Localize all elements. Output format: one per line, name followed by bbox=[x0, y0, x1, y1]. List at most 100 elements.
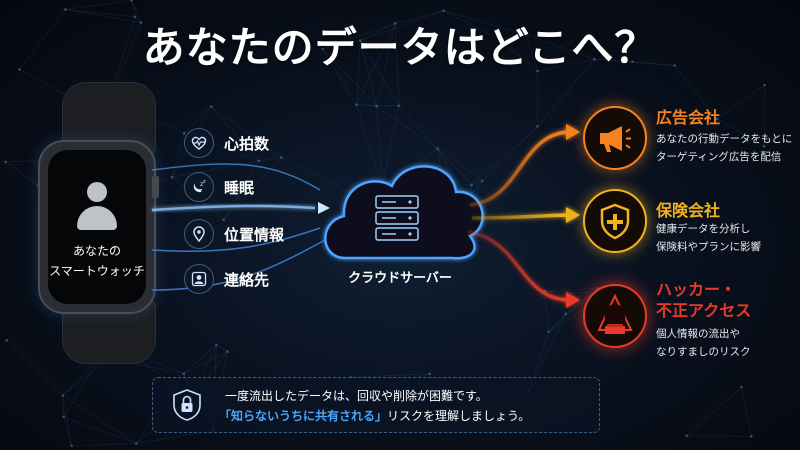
network-node bbox=[631, 60, 634, 63]
network-node bbox=[18, 68, 21, 71]
network-line bbox=[356, 23, 396, 105]
network-line bbox=[19, 9, 66, 70]
network-node bbox=[321, 47, 325, 51]
network-node bbox=[4, 160, 7, 164]
network-line bbox=[322, 48, 377, 107]
network-line bbox=[360, 10, 444, 41]
network-line bbox=[394, 23, 400, 106]
network-line bbox=[131, 0, 142, 23]
network-node bbox=[182, 372, 186, 376]
destination-desc-ads-2: ターゲティング広告を配信 bbox=[656, 151, 782, 163]
network-line bbox=[281, 157, 361, 198]
destination-desc-ads-1: あなたの行動データをもとに bbox=[656, 133, 793, 145]
network-line bbox=[437, 148, 469, 199]
network-line bbox=[134, 16, 142, 23]
network-line bbox=[594, 59, 633, 62]
network-node bbox=[481, 179, 484, 183]
network-line bbox=[544, 291, 550, 332]
network-line bbox=[258, 157, 282, 162]
network-node bbox=[5, 339, 9, 342]
data-item-label: 連絡先 bbox=[224, 271, 270, 289]
network-line bbox=[632, 61, 675, 66]
network-node bbox=[749, 435, 753, 438]
data-item-label: 心拍数 bbox=[224, 135, 270, 153]
cloud-server-icon bbox=[324, 165, 484, 260]
network-node bbox=[436, 147, 439, 150]
network-node bbox=[547, 330, 551, 334]
shield-plus-icon bbox=[583, 189, 647, 253]
network-node bbox=[673, 64, 676, 67]
network-line bbox=[471, 126, 538, 186]
destination-title-hacker-1: ハッカー・ bbox=[656, 280, 737, 299]
network-line bbox=[437, 148, 472, 186]
network-line bbox=[62, 395, 137, 444]
network-node bbox=[61, 394, 65, 397]
network-line bbox=[216, 344, 228, 352]
network-line bbox=[211, 106, 282, 158]
network-line bbox=[594, 59, 675, 66]
network-node bbox=[593, 58, 596, 61]
network-line bbox=[184, 106, 212, 134]
network-node bbox=[397, 104, 401, 108]
warning-notice-box: 一度流出したデータは、回収や削除が困難です。 「知らないうちに共有される」リスク… bbox=[152, 377, 600, 433]
network-node bbox=[226, 350, 229, 353]
network-node bbox=[182, 131, 186, 135]
destination-desc-insurance-2: 保険料やプランに影響 bbox=[656, 241, 761, 253]
network-node bbox=[497, 37, 501, 41]
network-node bbox=[442, 9, 445, 13]
network-node bbox=[355, 103, 358, 106]
svg-text:z: z bbox=[203, 179, 206, 185]
network-line bbox=[62, 395, 72, 446]
flow-arrowhead bbox=[318, 202, 330, 214]
network-line bbox=[360, 40, 377, 107]
network-node bbox=[280, 156, 283, 159]
network-line bbox=[65, 0, 132, 10]
network-line bbox=[398, 105, 438, 149]
network-line bbox=[499, 38, 538, 72]
destination-desc-hacker-2: なりすましのリスク bbox=[656, 346, 751, 358]
destination-desc-insurance-1: 健康データを分析し bbox=[656, 223, 751, 235]
network-line bbox=[63, 416, 137, 444]
network-line bbox=[322, 23, 396, 50]
network-line bbox=[382, 105, 400, 187]
network-node bbox=[133, 15, 137, 19]
arrow-to-ads bbox=[469, 124, 580, 207]
notice-text-line1: 一度流出したデータは、回収や削除が困難です。 bbox=[225, 389, 488, 403]
network-node bbox=[740, 385, 743, 389]
network-node bbox=[762, 144, 766, 148]
network-node bbox=[470, 183, 473, 187]
cloud-server-label: クラウドサーバー bbox=[348, 271, 452, 286]
network-line bbox=[525, 34, 595, 60]
data-item-label: 位置情報 bbox=[224, 226, 285, 244]
network-node bbox=[685, 434, 689, 438]
network-node bbox=[222, 218, 225, 222]
network-line bbox=[62, 395, 65, 417]
destination-title-hacker-2: 不正アクセス bbox=[656, 301, 752, 320]
data-item-label: 睡眠 bbox=[224, 179, 255, 197]
network-line bbox=[686, 386, 742, 436]
network-line bbox=[211, 106, 260, 162]
watch-label-line2: スマートウォッチ bbox=[49, 264, 145, 278]
network-node bbox=[170, 175, 174, 179]
network-line bbox=[71, 443, 137, 447]
network-line bbox=[322, 48, 357, 105]
network-line bbox=[65, 9, 142, 23]
network-line bbox=[537, 59, 595, 72]
network-line bbox=[537, 59, 595, 127]
network-line bbox=[686, 435, 752, 437]
network-line bbox=[6, 340, 64, 396]
notice-highlight: 「知らないうちに共有される」 bbox=[219, 409, 388, 423]
network-line bbox=[171, 133, 185, 178]
notice-text-line2: 「知らないうちに共有される」リスクを理解しましょう。 bbox=[219, 407, 530, 424]
network-line bbox=[376, 105, 438, 149]
network-line bbox=[443, 10, 500, 40]
watch-to-cloud-flows bbox=[151, 163, 326, 291]
network-node bbox=[214, 343, 218, 347]
destination-title-ads: 広告会社 bbox=[656, 108, 721, 127]
network-node bbox=[763, 83, 766, 87]
network-node bbox=[70, 444, 73, 448]
watch-crown bbox=[152, 176, 159, 198]
network-line bbox=[63, 356, 101, 417]
